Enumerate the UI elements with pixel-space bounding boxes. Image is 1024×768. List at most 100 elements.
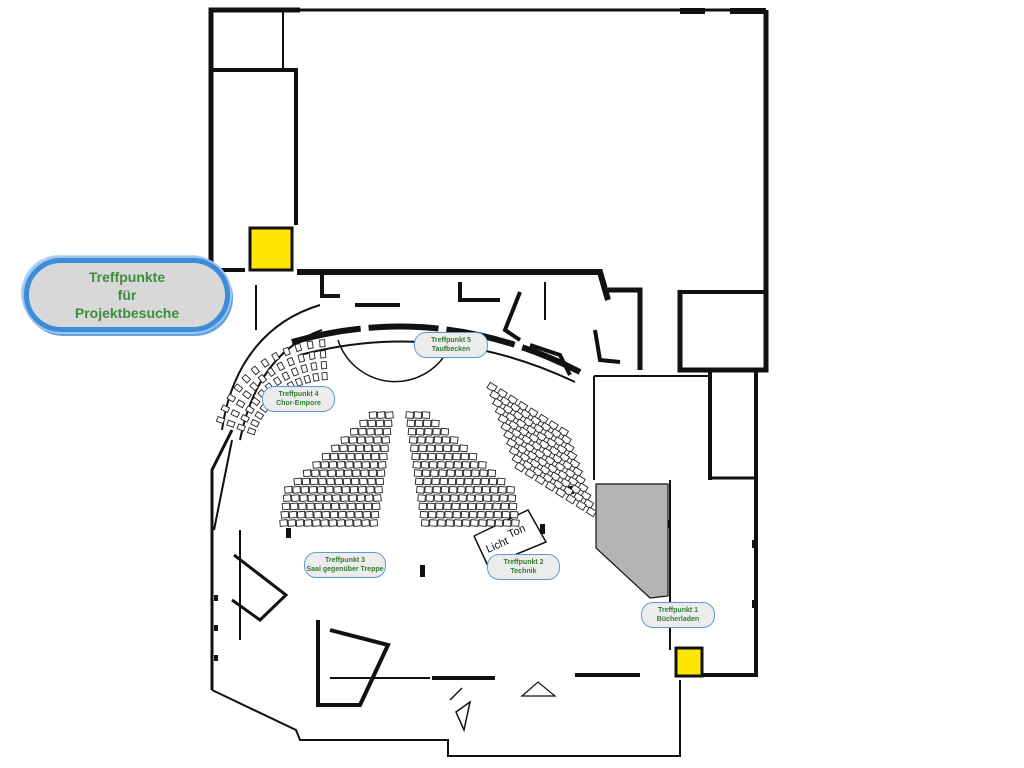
meeting-point-4[interactable]: Treffpunkt 4 Chor-Empore: [262, 386, 335, 412]
seat: [475, 502, 485, 511]
seat: [529, 458, 541, 470]
seat: [564, 468, 576, 479]
meeting-point-1-place: Bücherladen: [656, 616, 700, 623]
seat: [235, 399, 246, 409]
meeting-point-3[interactable]: Treffpunkt 3 Saal gegenüber Treppe: [304, 552, 386, 578]
seat: [558, 452, 571, 463]
seat: [281, 502, 291, 511]
seat: [468, 452, 478, 461]
seat: [363, 502, 373, 511]
seat: [266, 367, 276, 378]
seat: [332, 494, 341, 502]
seat: [498, 485, 507, 494]
seat: [499, 494, 508, 502]
column: [214, 625, 218, 631]
meeting-point-3-place: Saal gegenüber Treppe: [306, 566, 384, 573]
seat: [542, 429, 555, 441]
seat: [377, 461, 387, 469]
seat: [425, 436, 434, 444]
seat: [493, 510, 503, 519]
seat: [328, 519, 338, 527]
seat: [565, 493, 577, 505]
seat: [509, 402, 521, 414]
seat: [308, 485, 318, 494]
seat: [298, 502, 307, 511]
seat: [336, 519, 346, 527]
seat: [441, 436, 451, 444]
seat: [505, 437, 518, 449]
seat: [467, 502, 477, 511]
seat: [458, 494, 467, 502]
seat: [471, 469, 480, 478]
seat: [343, 469, 353, 478]
seat: [497, 413, 509, 425]
seat: [484, 502, 493, 511]
seat: [563, 442, 575, 454]
meeting-point-2[interactable]: Treffpunkt 2 Technik: [487, 554, 560, 580]
meeting-point-1-title: Treffpunkt 1: [657, 607, 699, 614]
seat: [282, 494, 292, 502]
seat: [415, 427, 425, 436]
seat: [494, 519, 504, 527]
seat: [374, 427, 384, 436]
seat: [405, 411, 414, 419]
seat: [580, 490, 592, 502]
seat: [425, 494, 435, 502]
seat: [468, 510, 478, 519]
seat: [548, 445, 560, 457]
seat: [226, 419, 236, 428]
wall-top-segments: [320, 272, 340, 298]
seat: [413, 411, 423, 419]
entry-arrow-small: [455, 700, 472, 733]
seat: [445, 461, 454, 469]
seat: [501, 510, 511, 519]
seat: [567, 476, 579, 487]
seat: [496, 388, 508, 399]
baptism-niche: [337, 339, 449, 383]
seat: [418, 502, 428, 511]
seat: [427, 510, 437, 519]
seat: [453, 461, 463, 469]
seat: [419, 510, 429, 519]
seat: [434, 444, 444, 453]
seat: [465, 485, 474, 494]
seat: [342, 477, 352, 486]
seat: [376, 411, 386, 419]
seat: [543, 455, 556, 467]
seat: [557, 426, 570, 438]
column: [540, 524, 545, 534]
seat: [368, 411, 378, 419]
seat: [336, 461, 346, 469]
seat: [489, 389, 501, 401]
seat: [359, 477, 368, 486]
seat: [413, 469, 423, 478]
seat: [339, 444, 348, 453]
seat: [421, 411, 431, 419]
seat: [536, 456, 548, 468]
seat: [502, 404, 514, 415]
wall-hall-curve: [291, 323, 582, 375]
seat: [434, 502, 444, 511]
seat: [290, 367, 300, 377]
meeting-point-1[interactable]: Treffpunkt 1 Bücherladen: [641, 602, 715, 628]
seat: [460, 452, 470, 461]
seat: [433, 494, 443, 502]
wall-sw-room: [316, 620, 391, 707]
seat: [319, 350, 327, 359]
seat: [551, 453, 563, 465]
seat: [478, 461, 487, 469]
seat: [309, 477, 319, 486]
seat: [552, 479, 564, 491]
seat: [312, 519, 321, 527]
seat: [510, 428, 522, 439]
meeting-point-5[interactable]: Treffpunkt 5 Taufbecken: [414, 332, 488, 358]
seat: [508, 445, 521, 457]
seat: [544, 480, 557, 492]
seat: [280, 510, 290, 519]
meeting-point-4-place: Chor-Empore: [276, 400, 321, 407]
seat: [320, 519, 329, 527]
seat: [287, 519, 297, 527]
seat: [315, 494, 325, 502]
seat: [432, 427, 441, 436]
